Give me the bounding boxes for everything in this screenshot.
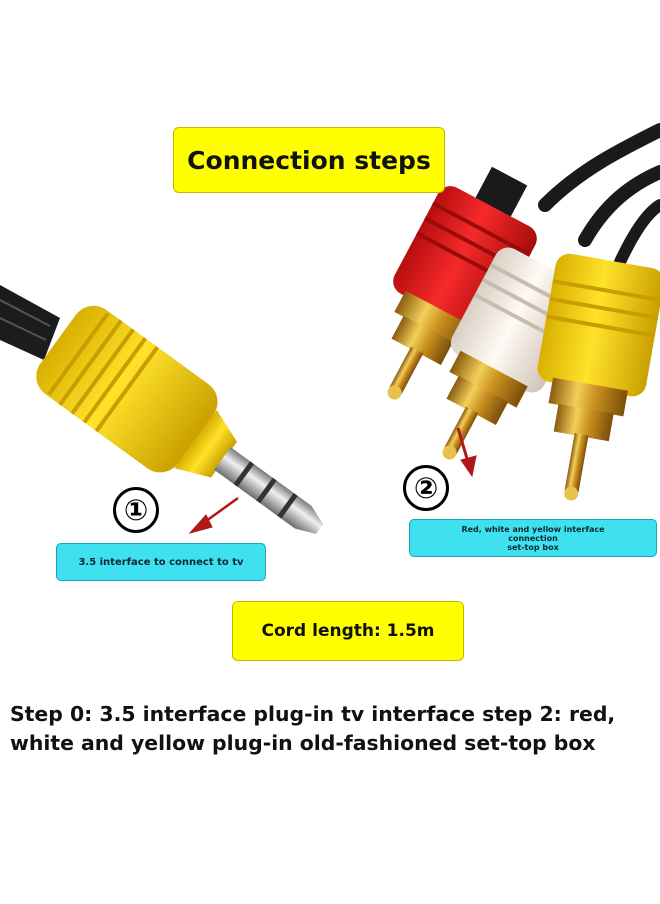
step-2-label-line-1: Red, white and yellow interface connecti… [461,524,605,543]
cord-length-badge: Cord length: 1.5m [232,601,464,661]
rca-cables [538,123,660,268]
step-1-label: 3.5 interface to connect to tv [56,543,266,581]
step-2-number: ② [403,465,449,511]
rca-yellow-plug-icon [537,253,660,501]
page-title: Connection steps [173,127,445,193]
caption-line-2: white and yellow plug-in old-fashioned s… [10,731,596,755]
step-2-label-line-2: set-top box [507,542,559,552]
step-2-label: Red, white and yellow interface connecti… [409,519,657,557]
jack-cable [0,285,60,360]
pointer-arrow-icon [188,427,477,534]
caption-line-1: Step 0: 3.5 interface plug-in tv interfa… [10,702,616,726]
instructions-caption: Step 0: 3.5 interface plug-in tv interfa… [10,700,655,758]
connector-3-5mm-jack-icon [36,305,323,534]
step-1-number: ① [113,487,159,533]
